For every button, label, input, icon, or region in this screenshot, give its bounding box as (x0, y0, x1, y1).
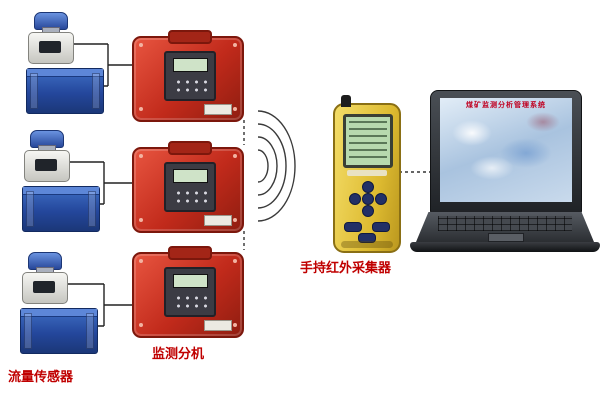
tank-top-edge (21, 309, 97, 317)
handheld-keypad (349, 181, 387, 217)
key-right (375, 193, 387, 205)
antenna (341, 95, 351, 107)
handheld-bottom-trim (341, 241, 393, 248)
case-panel (164, 267, 216, 317)
label-handheld-collector: 手持红外采集器 (300, 261, 392, 276)
case-keypad (172, 292, 208, 309)
handheld-lcd (343, 114, 393, 168)
function-key (344, 222, 362, 232)
function-key (372, 222, 390, 232)
label-flow-sensor: 流量传感器 (8, 370, 74, 385)
case-keypad (172, 187, 208, 204)
case-panel (164, 51, 216, 101)
case-handle (168, 141, 212, 155)
flow-tank (22, 186, 100, 232)
transmitter-display (39, 41, 61, 53)
tank-rib (88, 191, 96, 227)
key-down (362, 205, 374, 217)
wire-sensor-2 (68, 161, 132, 205)
case-handle (168, 30, 212, 44)
handheld-collector (333, 95, 401, 253)
case-name-plate (204, 104, 232, 115)
case-panel (164, 162, 216, 212)
flow-sensor-unit-1 (18, 12, 123, 114)
key-up (362, 181, 374, 193)
keyboard-keys (438, 216, 572, 231)
wireless-signal-icon (257, 110, 296, 222)
flow-sensor-unit-2 (14, 130, 119, 232)
laptop-screen-bezel: 煤矿监测分析管理系统 (430, 90, 582, 214)
case-lcd (173, 58, 208, 72)
function-key (358, 233, 376, 243)
tank-top-edge (23, 187, 99, 195)
laptop-front-edge (410, 242, 600, 252)
wire-sensor-3 (66, 283, 132, 327)
flow-tank (20, 308, 98, 354)
case-name-plate (204, 320, 232, 331)
screen-title: 煤矿监测分析管理系统 (466, 101, 546, 109)
flow-sensor-unit-3 (12, 252, 117, 354)
touchpad (488, 233, 524, 242)
handheld-brand-strip (347, 170, 387, 176)
tank-rib (30, 73, 38, 109)
case-lcd (173, 169, 208, 183)
transmitter-body (24, 150, 70, 182)
laptop: 煤矿监测分析管理系统 (410, 90, 600, 255)
tank-rib (92, 73, 100, 109)
screen-graphic (526, 112, 560, 132)
laptop-keyboard (416, 212, 594, 242)
wire-sensor-1 (72, 43, 132, 87)
screen-glare (470, 156, 514, 180)
transmitter-display (35, 159, 57, 171)
tank-top-edge (27, 69, 103, 77)
case-name-plate (204, 215, 232, 226)
case-keypad (172, 76, 208, 93)
key-enter (362, 193, 374, 205)
transmitter-body (22, 272, 68, 304)
transmitter-body (28, 32, 74, 64)
case-handle (168, 246, 212, 260)
monitor-unit-3 (132, 246, 244, 338)
screen-glare (452, 120, 492, 146)
tank-rib (86, 313, 94, 349)
flow-tank (26, 68, 104, 114)
case-lcd (173, 274, 208, 288)
monitor-unit-2 (132, 141, 244, 233)
laptop-display: 煤矿监测分析管理系统 (440, 98, 572, 202)
key-left (349, 193, 361, 205)
monitor-unit-1 (132, 30, 244, 122)
label-monitor-unit: 监测分机 (152, 347, 205, 362)
transmitter-display (33, 281, 55, 293)
tank-rib (24, 313, 32, 349)
tank-rib (26, 191, 34, 227)
